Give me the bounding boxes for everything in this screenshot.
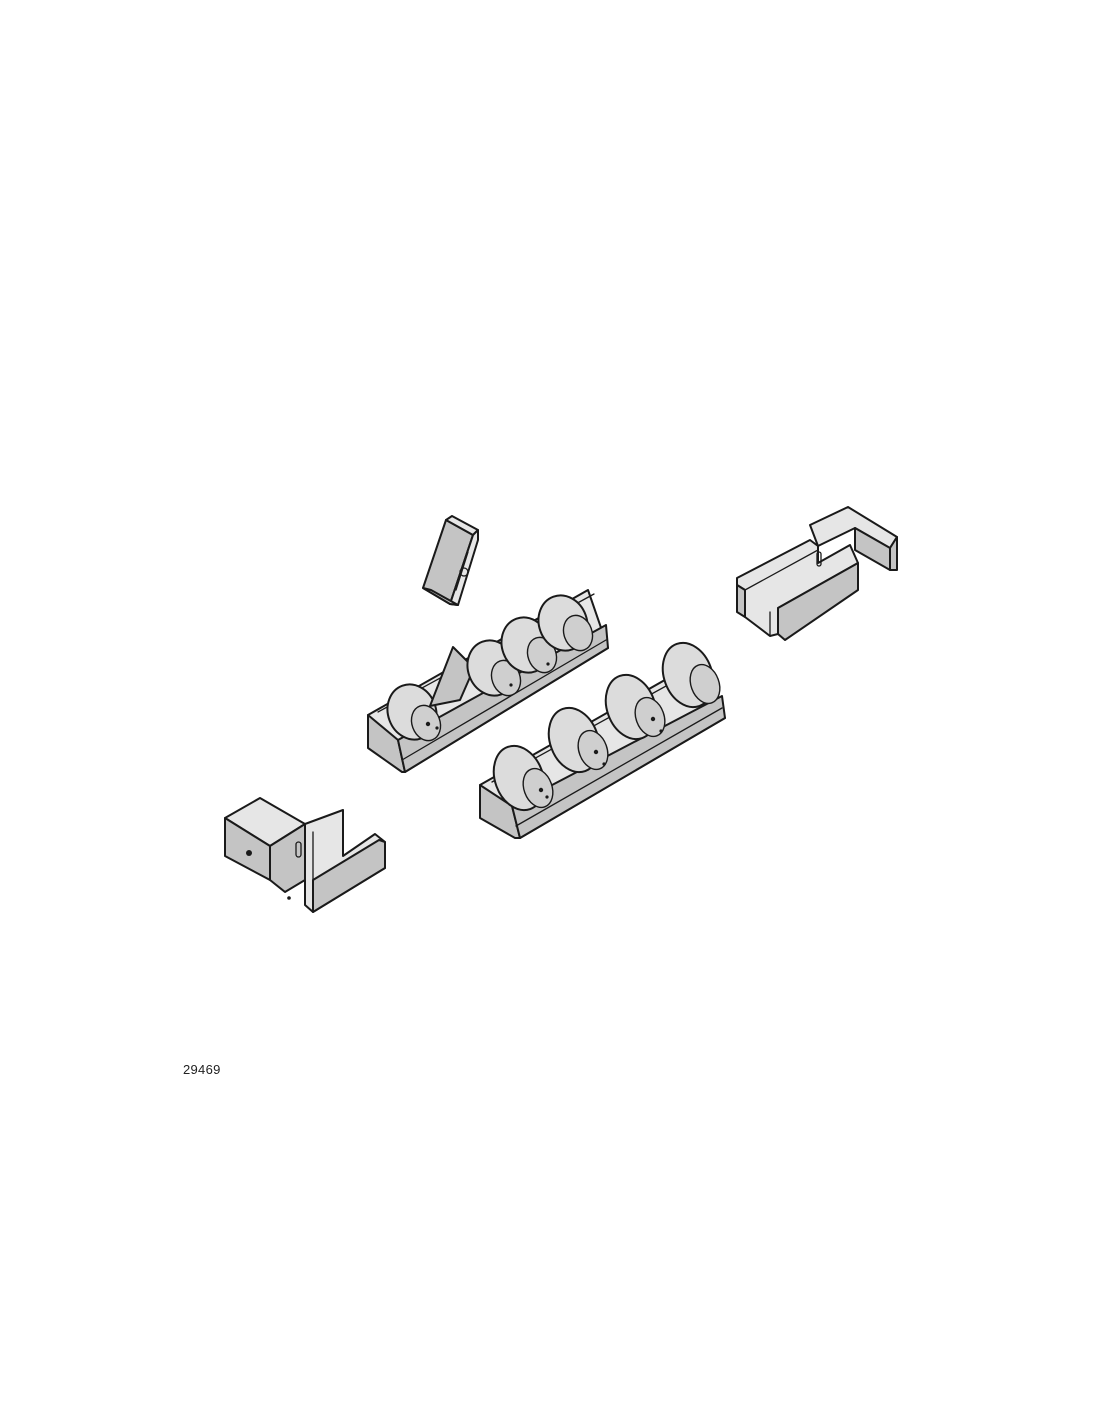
end-cap-right — [736, 506, 898, 641]
drawing-number: 29469 — [183, 1062, 221, 1077]
roller-track-upper — [367, 589, 609, 773]
small-wedge-bracket — [422, 515, 479, 606]
roller-track-lower — [479, 641, 726, 839]
end-cap-left — [224, 797, 386, 913]
